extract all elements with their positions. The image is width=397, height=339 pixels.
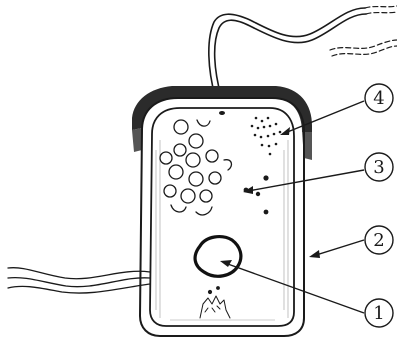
cell-membrane <box>150 108 294 326</box>
inclusion-dots <box>244 175 269 214</box>
callout-3: 3 <box>365 153 393 181</box>
callout-1: 1 <box>365 299 393 327</box>
flagellum <box>209 6 397 96</box>
flagella-left <box>8 268 150 293</box>
pole-mark <box>219 111 225 115</box>
ribosome-dots <box>251 117 282 156</box>
plasmid-cluster <box>160 120 231 215</box>
callout-arrows <box>220 101 364 313</box>
nucleoid <box>195 237 241 277</box>
callout-label: 3 <box>373 157 384 178</box>
callout-2: 2 <box>365 226 393 254</box>
callout-label: 4 <box>373 88 384 109</box>
basal-granule-cluster <box>200 287 230 318</box>
callout-label: 1 <box>373 303 384 324</box>
callout-label: 2 <box>373 230 384 251</box>
cell-wall <box>140 98 304 336</box>
cytoplasm-shading <box>156 140 288 320</box>
callout-4: 4 <box>365 84 393 112</box>
